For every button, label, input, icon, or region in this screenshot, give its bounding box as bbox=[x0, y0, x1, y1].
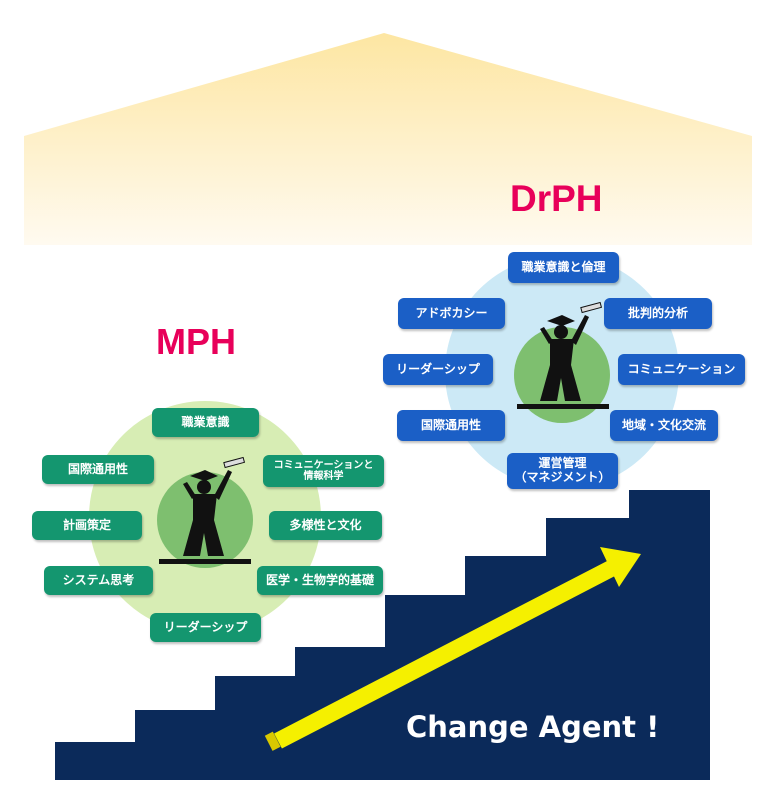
drph-competency-management: 運営管理 （マネジメント） bbox=[507, 453, 618, 489]
mph-competency-biomedical: 医学・生物学的基礎 bbox=[257, 566, 383, 595]
drph-competency-communication: コミュニケーション bbox=[618, 354, 745, 385]
drph-competency-leadership: リーダーシップ bbox=[383, 354, 493, 385]
drph-competency-ethics: 職業意識と倫理 bbox=[508, 252, 619, 283]
mph-competency-planning: 計画策定 bbox=[32, 511, 142, 540]
mph-competency-global: 国際通用性 bbox=[42, 455, 154, 484]
drph-competency-regional-exchange: 地域・文化交流 bbox=[610, 410, 718, 441]
arrow-icon bbox=[264, 547, 641, 751]
graduate-silhouette-icon bbox=[159, 456, 251, 564]
roof-shape bbox=[24, 33, 752, 245]
drph-competency-critical-analysis: 批判的分析 bbox=[604, 298, 712, 329]
drph-competency-global: 国際通用性 bbox=[397, 410, 505, 441]
mph-competency-professionalism: 職業意識 bbox=[152, 408, 259, 437]
staircase-icon bbox=[55, 490, 710, 780]
mph-competency-leadership: リーダーシップ bbox=[150, 613, 261, 642]
mph-competency-diversity: 多様性と文化 bbox=[269, 511, 382, 540]
change-agent-slogan: Change Agent ! bbox=[406, 710, 660, 744]
mph-competency-systems-thinking: システム思考 bbox=[44, 566, 153, 595]
graduate-silhouette-icon bbox=[517, 301, 609, 409]
drph-title: DrPH bbox=[510, 178, 603, 219]
mph-title: MPH bbox=[156, 321, 236, 362]
mph-competency-communication-informatics: コミュニケーションと 情報科学 bbox=[263, 455, 384, 487]
drph-competency-advocacy: アドボカシー bbox=[398, 298, 505, 329]
